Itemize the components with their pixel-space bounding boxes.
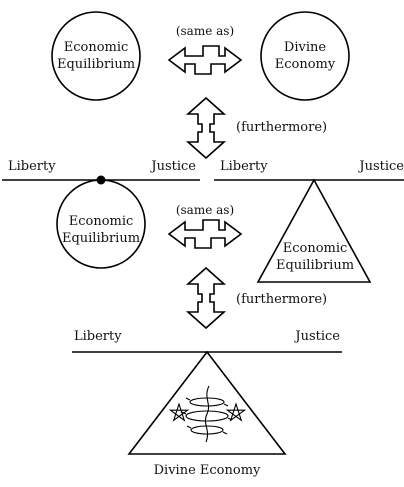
step-two-furthermore-label: (furthermore) (236, 292, 327, 307)
divine-economy-triangle (127, 350, 287, 455)
step-two: (furthermore) (187, 267, 327, 329)
economic-equilibrium-triangle (256, 178, 372, 283)
step-one-furthermore-label: (furthermore) (236, 120, 327, 135)
step-one-arrow-icon (187, 97, 225, 159)
divine-economy-circle (260, 11, 350, 101)
middle-left-circle-line1: Economic (69, 214, 134, 229)
bottom-row: Liberty Justice Divine Economy (72, 329, 342, 478)
divine-emblem-icon (168, 385, 247, 443)
triangle-line1: Economic (283, 241, 348, 256)
left-pentagram-icon (168, 402, 190, 422)
triangle-line2: Equilibrium (276, 258, 354, 273)
middle-economic-equilibrium-circle (56, 179, 146, 269)
left-balance-justice: Justice (149, 159, 196, 174)
divine-economy-caption: Divine Economy (154, 463, 261, 478)
step-two-arrow-icon (187, 267, 225, 329)
top-equivalence-arrow-icon (168, 45, 242, 75)
top-left-circle-line2: Equilibrium (57, 57, 135, 72)
top-same-as-label: (same as) (176, 24, 234, 38)
step-one: (furthermore) (187, 97, 327, 159)
left-balance-liberty: Liberty (8, 159, 56, 174)
top-right-circle-line2: Economy (275, 57, 336, 72)
middle-row: Liberty Justice Economic Equilibrium (sa… (2, 159, 404, 283)
middle-left-circle-line2: Equilibrium (62, 231, 140, 246)
bottom-balance-liberty: Liberty (74, 329, 122, 344)
right-pentagram-icon (225, 402, 247, 422)
economic-equilibrium-circle (51, 11, 141, 101)
bottom-balance-justice: Justice (293, 329, 340, 344)
top-row: Economic Equilibrium (same as) Divine Ec… (51, 11, 350, 101)
swirl-icon (181, 385, 233, 443)
top-right-circle-line1: Divine (284, 40, 326, 55)
middle-same-as-label: (same as) (176, 203, 234, 217)
right-balance-liberty: Liberty (220, 159, 268, 174)
right-balance-justice: Justice (357, 159, 404, 174)
middle-equivalence-arrow-icon (168, 219, 242, 249)
top-left-circle-line1: Economic (64, 40, 129, 55)
